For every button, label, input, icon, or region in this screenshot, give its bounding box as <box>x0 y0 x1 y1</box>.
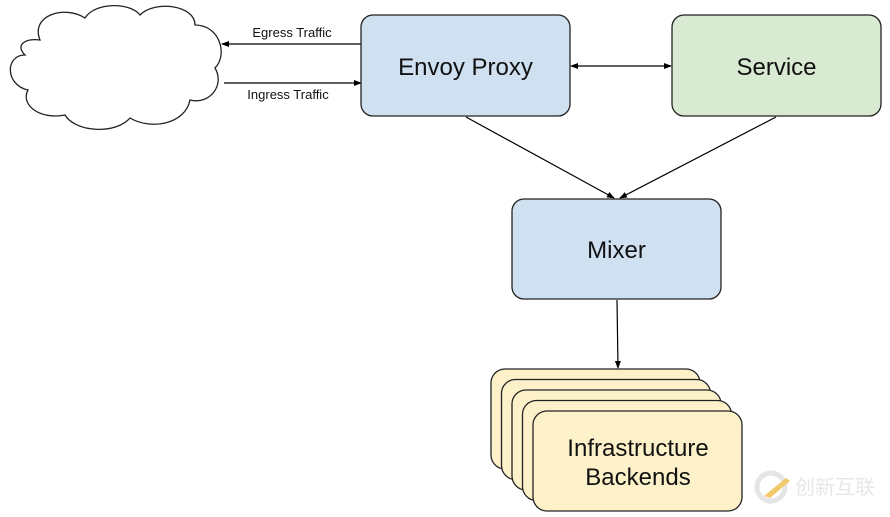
svg-text:创新互联: 创新互联 <box>795 475 875 499</box>
mixer-label: Mixer <box>587 237 646 264</box>
internet-cloud <box>9 4 222 130</box>
service-mixer-arrow <box>619 116 777 199</box>
egress-label: Egress Traffic <box>252 25 332 40</box>
ingress-label: Ingress Traffic <box>247 87 329 102</box>
envoy-proxy-label: Envoy Proxy <box>398 54 533 81</box>
backends-label-line2: Backends <box>585 464 690 491</box>
infrastructure-backends-node: Infrastructure Backends <box>490 368 743 512</box>
backends-label-line1: Infrastructure <box>567 435 708 462</box>
mixer-backends-arrow <box>614 299 621 369</box>
service-node: Service <box>671 14 882 117</box>
envoy-mixer-arrow <box>465 116 615 199</box>
backend-card <box>532 410 743 512</box>
mixer-node: Mixer <box>511 198 722 300</box>
envoy-proxy-node: Envoy Proxy <box>360 14 571 117</box>
service-label: Service <box>736 54 816 81</box>
watermark-logo: 创新互联 <box>754 470 875 504</box>
